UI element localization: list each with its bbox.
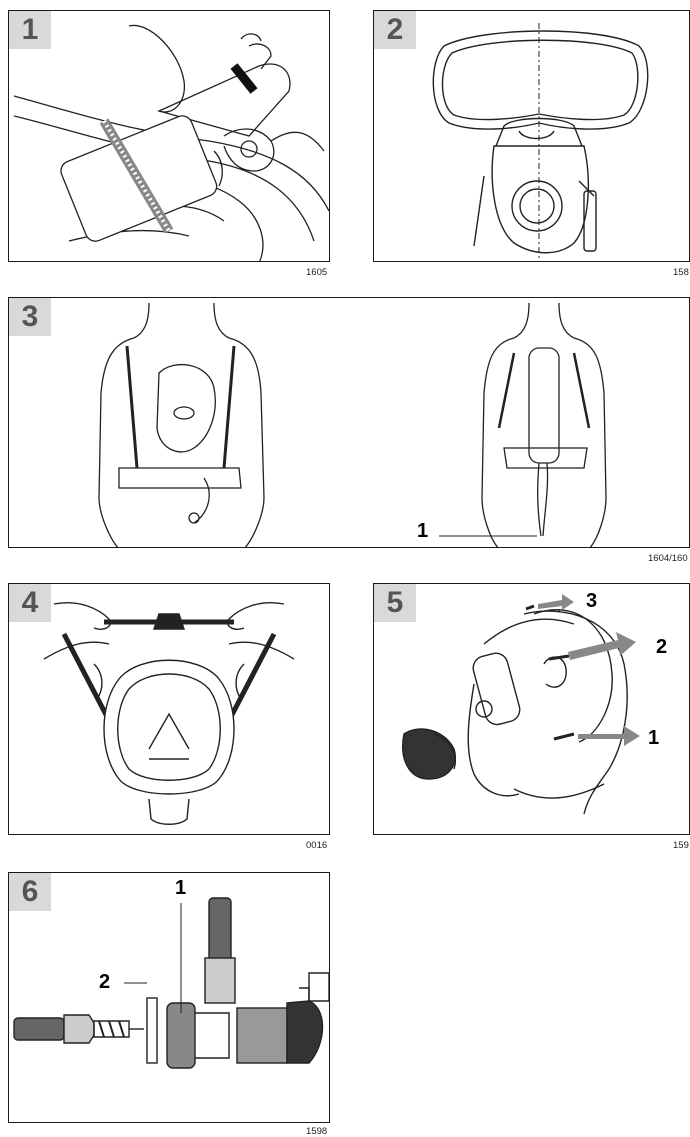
callout-2: 2 [656,636,667,659]
panel-number: 1 [9,11,51,49]
figure-code: 1598 [306,1126,327,1137]
figure-panel-1: 1 [8,10,330,262]
mask-headstraps-illustration [9,584,330,835]
mask-side-view-illustration [374,584,690,835]
figure-panel-3: 3 1 [8,297,690,548]
wearer-front-back-illustration [9,298,690,548]
figure-code: 1605 [306,267,327,278]
adapter-assembly-illustration [9,873,330,1123]
callout-1: 1 [648,727,659,750]
figure-panel-4: 4 [8,583,330,835]
figure-panel-2: 2 [373,10,690,262]
panel-number: 5 [374,584,416,622]
figure-panel-5: 5 3 2 1 [373,583,690,835]
panel-number: 6 [9,873,51,911]
cylinder-strap-illustration [9,11,330,262]
panel-number: 2 [374,11,416,49]
panel-number: 4 [9,584,51,622]
mask-headrest-illustration [374,11,690,262]
callout-1: 1 [417,520,428,543]
callout-1: 1 [175,877,186,900]
callout-3: 3 [586,590,597,613]
callout-2: 2 [99,971,110,994]
figure-code: 0016 [306,840,327,851]
figure-panel-6: 6 1 2 [8,872,330,1123]
panel-number: 3 [9,298,51,336]
figure-code: 159 [673,840,689,851]
figure-code: 158 [673,267,689,278]
figure-code: 1604/160 [648,553,688,564]
